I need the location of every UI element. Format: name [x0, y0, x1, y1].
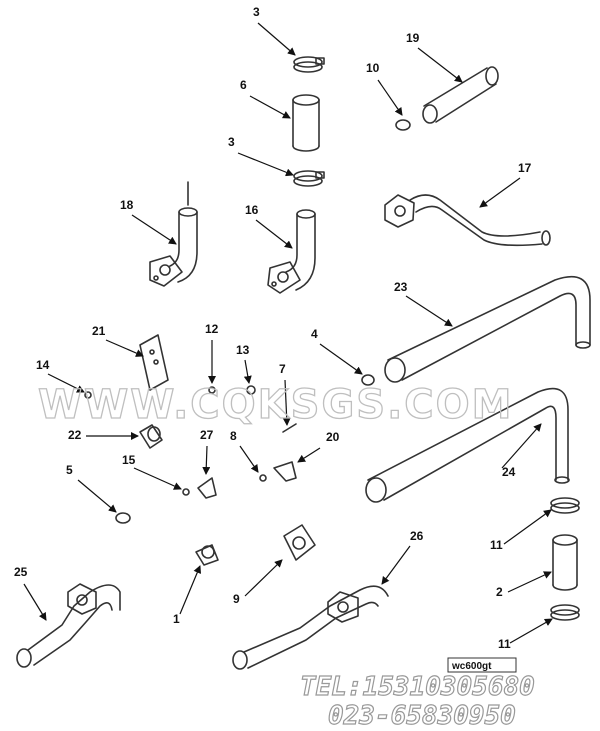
fitting-1 — [195, 544, 219, 566]
callout-c26: 26 — [410, 529, 424, 543]
callout-c19: 19 — [406, 31, 420, 45]
callout-c17: 17 — [518, 161, 532, 175]
callout-c23: 23 — [394, 280, 408, 294]
callout-c3a: 3 — [253, 5, 260, 19]
o-ring-4 — [361, 374, 375, 386]
leader-c3a — [257, 22, 296, 56]
callout-c5: 5 — [66, 463, 73, 477]
screw-7 — [282, 423, 297, 433]
bracket-21 — [139, 334, 169, 391]
callout-c3b: 3 — [228, 135, 235, 149]
leader-c20 — [297, 447, 321, 463]
callout-c4: 4 — [311, 327, 318, 341]
callout-c27: 27 — [200, 428, 214, 442]
bolt-15 — [182, 488, 190, 496]
clip-20 — [273, 461, 297, 482]
leader-c8 — [239, 445, 259, 473]
gasket-9 — [283, 524, 316, 561]
hose-sleeve-2 — [552, 534, 578, 591]
tube-25 — [16, 583, 121, 668]
phone-line: TEL:15310305680 — [300, 672, 535, 702]
leader-c27 — [202, 445, 211, 475]
callout-c15: 15 — [122, 453, 136, 467]
leader-c4 — [319, 343, 363, 375]
leader-c3b — [237, 152, 294, 177]
callout-c9: 9 — [233, 592, 240, 606]
long-tube-23 — [384, 275, 591, 383]
elbow-tube-16 — [267, 209, 316, 294]
leader-c25 — [23, 583, 47, 621]
leader-c16 — [255, 219, 293, 249]
tube-26 — [232, 585, 389, 670]
leader-lines — [23, 22, 553, 644]
watermark-text: WWW.CQKSGS.COM — [38, 382, 513, 428]
leader-c15 — [133, 467, 182, 490]
leader-c6 — [249, 95, 291, 119]
leader-c2 — [507, 571, 552, 593]
callout-c24: 24 — [502, 465, 516, 479]
drawing-ref-box — [447, 657, 517, 673]
leader-c17 — [479, 177, 521, 208]
bolt-8 — [259, 474, 267, 482]
callout-c7: 7 — [279, 362, 286, 376]
callout-c1: 1 — [173, 612, 180, 626]
callout-c11a: 11 — [490, 538, 503, 552]
bent-tube-17 — [384, 194, 551, 247]
callout-c11b: 11 — [498, 637, 511, 651]
leader-c19 — [417, 47, 463, 83]
leader-c1 — [179, 565, 201, 615]
hose-clamp-middle — [293, 170, 325, 187]
hose-clamp-top — [293, 56, 325, 73]
leader-c21 — [105, 339, 144, 357]
long-tube-24 — [365, 387, 570, 503]
leader-c13 — [243, 359, 252, 384]
leader-c14 — [47, 373, 85, 393]
callout-c12: 12 — [205, 322, 219, 336]
callout-c8: 8 — [230, 429, 237, 443]
bolt-12 — [208, 386, 216, 394]
phone-line-2: 023-65830950 — [328, 701, 516, 731]
washer-14 — [84, 391, 92, 399]
callout-c10: 10 — [366, 61, 380, 75]
callout-c18: 18 — [120, 198, 134, 212]
callout-c25: 25 — [14, 565, 28, 579]
callout-c21: 21 — [92, 324, 106, 338]
leader-c23 — [405, 295, 453, 327]
callout-c13: 13 — [236, 343, 250, 357]
leader-c24 — [501, 423, 542, 469]
leader-c7 — [282, 379, 291, 426]
callout-c16: 16 — [245, 203, 259, 217]
o-ring-10 — [395, 119, 411, 131]
callout-c22: 22 — [68, 428, 82, 442]
nut-13 — [246, 385, 256, 395]
straight-tube-19 — [422, 66, 499, 124]
o-ring-5 — [115, 512, 131, 524]
callout-c2: 2 — [496, 585, 503, 599]
elbow-tube-18 — [149, 181, 198, 287]
leader-c11a — [503, 509, 552, 545]
leader-c26 — [381, 545, 411, 585]
leader-c11b — [509, 618, 553, 644]
leader-c10 — [377, 79, 403, 116]
callout-c6: 6 — [240, 78, 247, 92]
callout-c14: 14 — [36, 358, 50, 372]
connector-22 — [139, 424, 163, 449]
callout-c20: 20 — [326, 430, 340, 444]
hose-sleeve — [292, 94, 320, 152]
hose-clamp-11-upper — [550, 497, 580, 514]
leader-c9 — [244, 559, 283, 597]
clip-27 — [197, 477, 217, 499]
hose-clamp-11-lower — [550, 604, 580, 621]
leader-c18 — [131, 214, 177, 245]
drawing-reference: wc600gt — [451, 661, 492, 672]
leader-c5 — [77, 479, 117, 513]
